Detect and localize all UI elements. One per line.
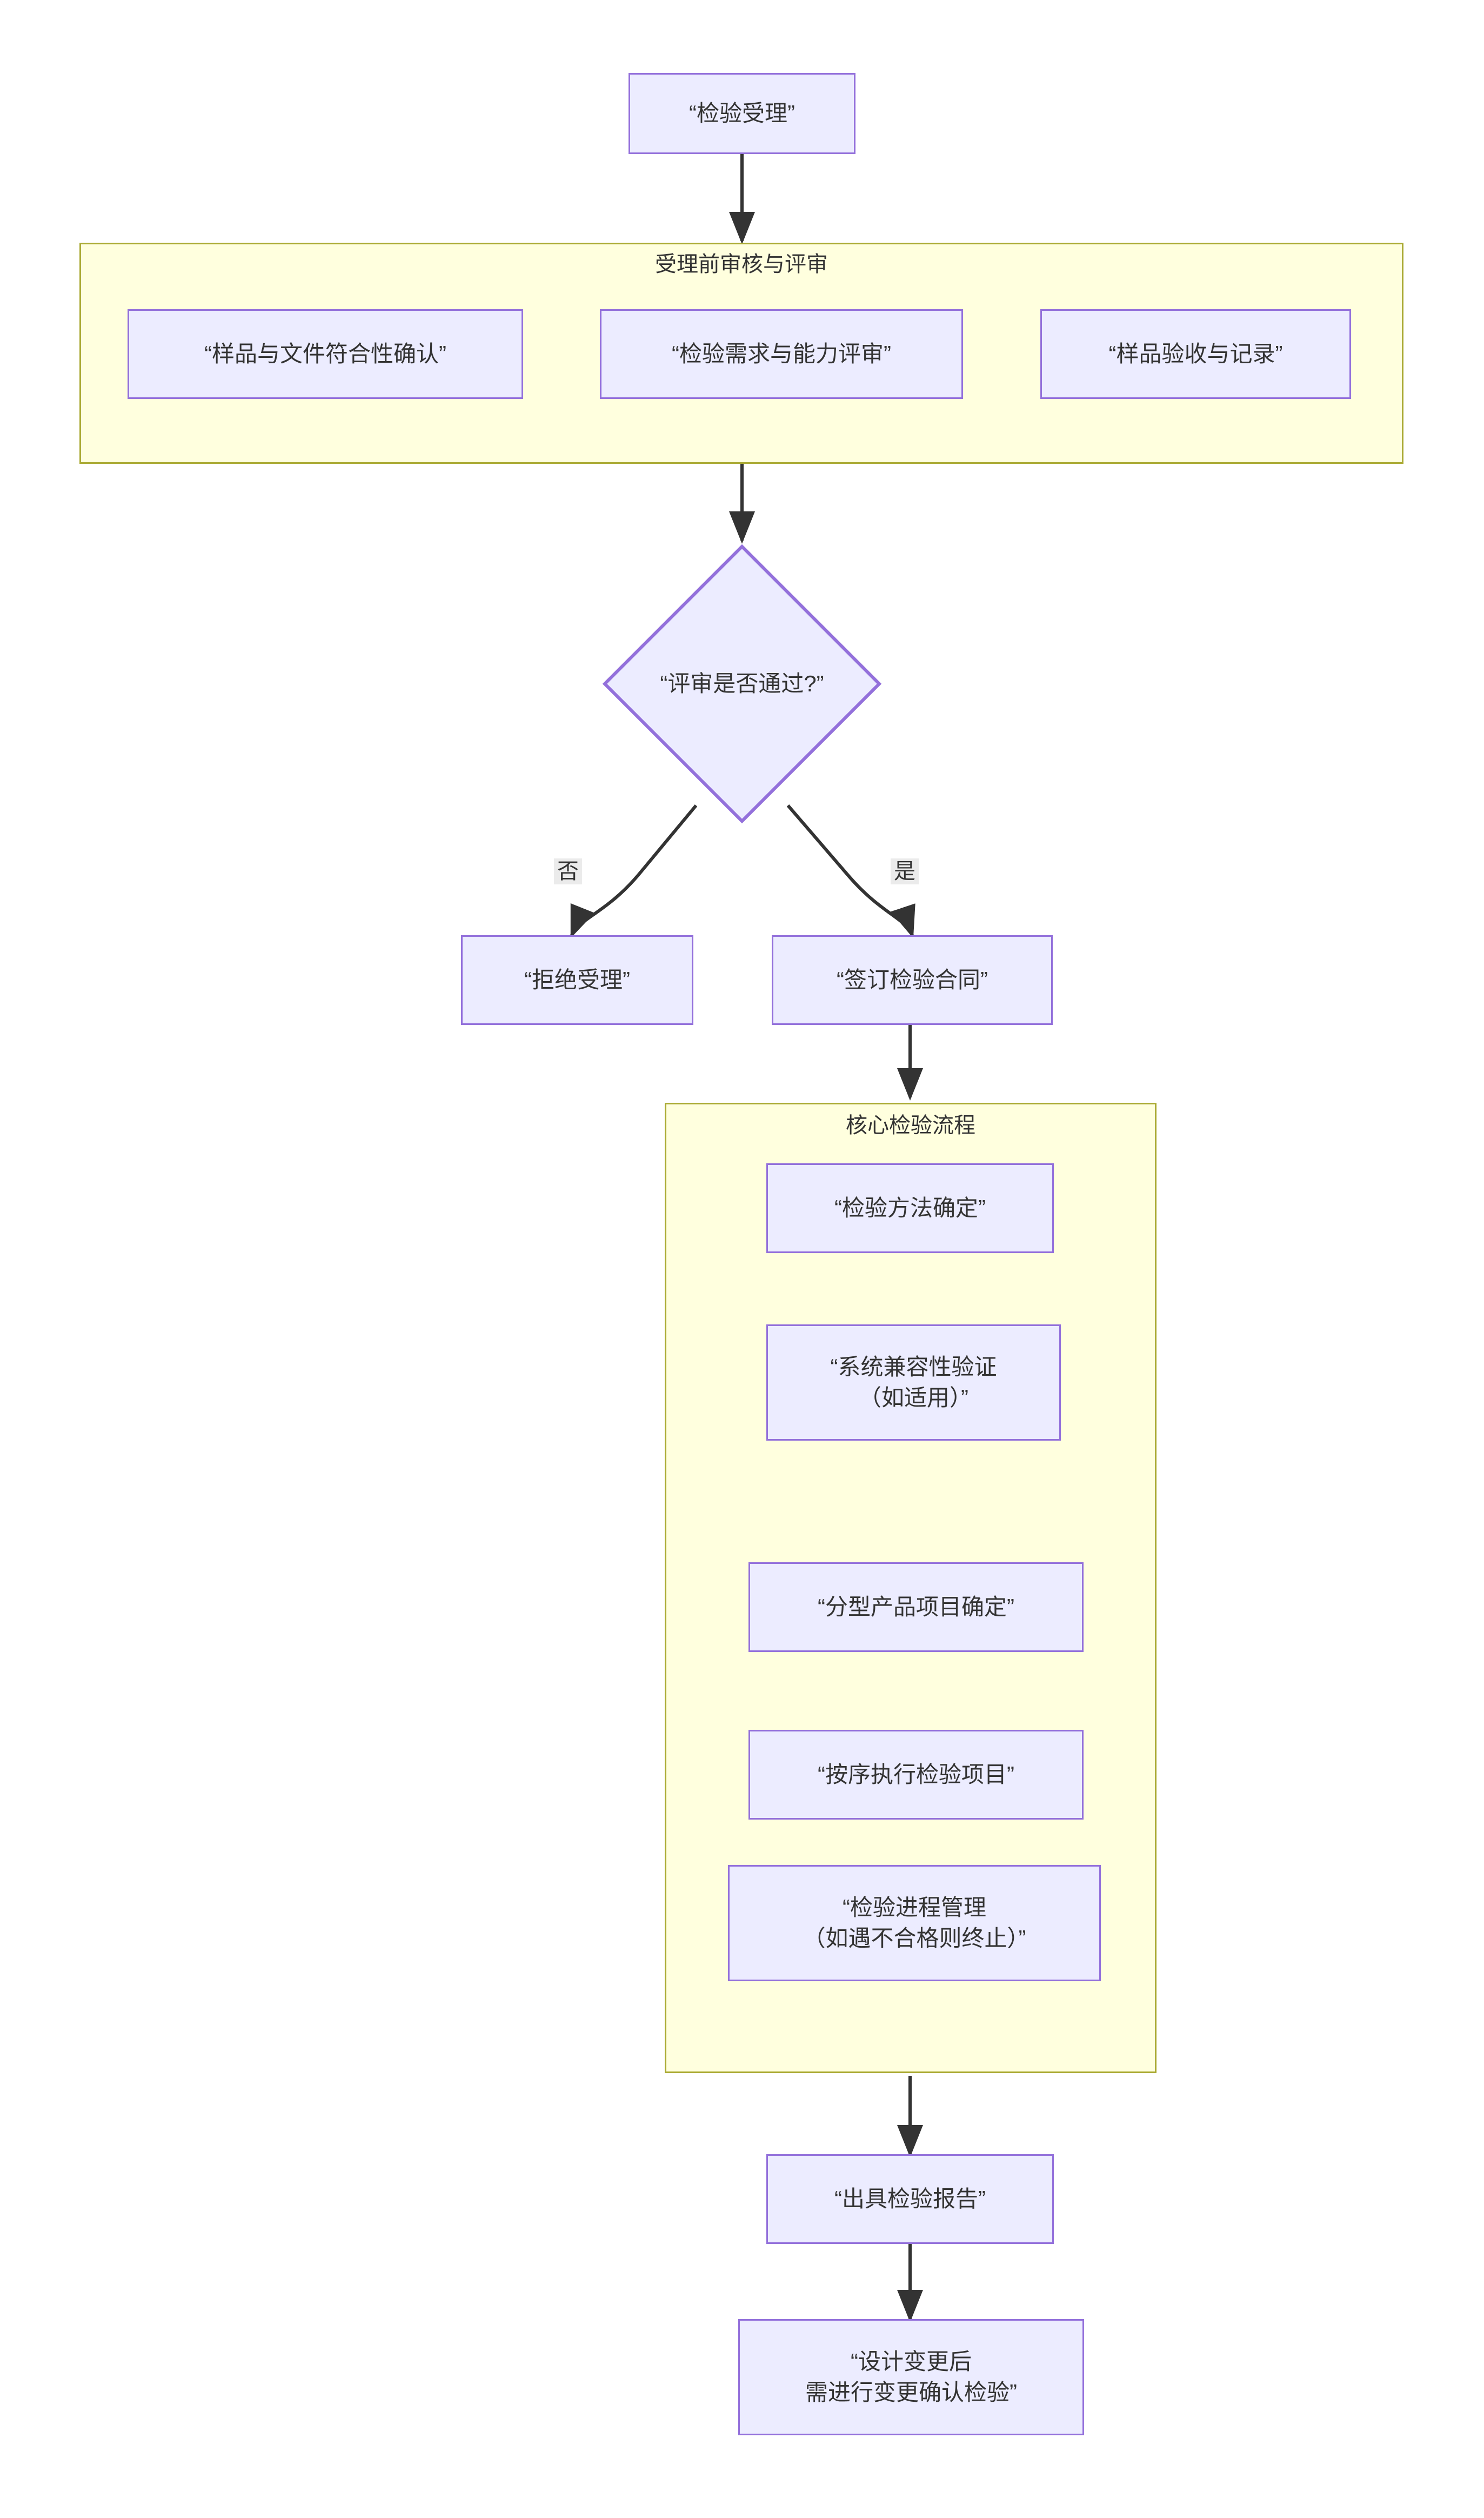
node-sample-acceptance-record-label: “样品验收与记录”: [1108, 341, 1283, 367]
node-design-change-confirmation[interactable]: “设计变更后 需进行变更确认检验”: [738, 2319, 1084, 2435]
diamond-shape-icon: [602, 544, 882, 824]
node-sample-document-compliance[interactable]: “样品与文件符合性确认”: [128, 309, 523, 399]
node-typed-product-item-determination[interactable]: “分型产品项目确定”: [748, 1562, 1084, 1652]
node-sign-inspection-contract[interactable]: “签订检验合同”: [772, 935, 1053, 1025]
node-sequential-inspection-execution[interactable]: “按序执行检验项目”: [748, 1730, 1084, 1820]
node-typed-product-item-determination-label: “分型产品项目确定”: [818, 1594, 1014, 1620]
node-reject-acceptance[interactable]: “拒绝受理”: [461, 935, 693, 1025]
node-sign-inspection-contract-label: “签订检验合同”: [837, 967, 988, 992]
edge-label-no: 否: [554, 858, 582, 884]
node-sample-document-compliance-label: “样品与文件符合性确认”: [204, 341, 446, 367]
node-start-label: “检验受理”: [689, 100, 795, 126]
cluster-core-process-label: 核心检验流程: [846, 1114, 975, 1137]
node-issue-inspection-report-label: “出具检验报告”: [834, 2186, 986, 2211]
node-sample-acceptance-record[interactable]: “样品验收与记录”: [1040, 309, 1351, 399]
edge-label-yes: 是: [891, 858, 919, 884]
node-review-passed-decision[interactable]: “评审是否通过?”: [601, 543, 883, 824]
node-inspection-method-determination[interactable]: “检验方法确定”: [766, 1163, 1054, 1253]
node-sequential-inspection-execution-label: “按序执行检验项目”: [818, 1761, 1014, 1787]
node-inspection-progress-management-label: “检验进程管理 （如遇不合格则终止）”: [803, 1894, 1026, 1951]
node-system-compatibility-verification-label: “系统兼容性验证 （如适用）”: [830, 1354, 997, 1410]
node-design-change-confirmation-label: “设计变更后 需进行变更确认检验”: [805, 2348, 1017, 2405]
node-inspection-method-determination-label: “检验方法确定”: [834, 1195, 986, 1221]
node-system-compatibility-verification[interactable]: “系统兼容性验证 （如适用）”: [766, 1324, 1061, 1441]
node-inspection-capability-review-label: “检验需求与能力评审”: [672, 341, 891, 367]
node-review-passed-decision-label: “评审是否通过?”: [660, 670, 824, 696]
node-inspection-progress-management[interactable]: “检验进程管理 （如遇不合格则终止）”: [728, 1865, 1101, 1981]
edge-decision-to-reject: [570, 804, 698, 938]
node-reject-acceptance-label: “拒绝受理”: [524, 967, 630, 992]
node-start[interactable]: “检验受理”: [629, 73, 855, 154]
cluster-pre-review-label: 受理前审核与评审: [655, 252, 828, 276]
node-inspection-capability-review[interactable]: “检验需求与能力评审”: [600, 309, 963, 399]
node-issue-inspection-report[interactable]: “出具检验报告”: [766, 2154, 1054, 2244]
